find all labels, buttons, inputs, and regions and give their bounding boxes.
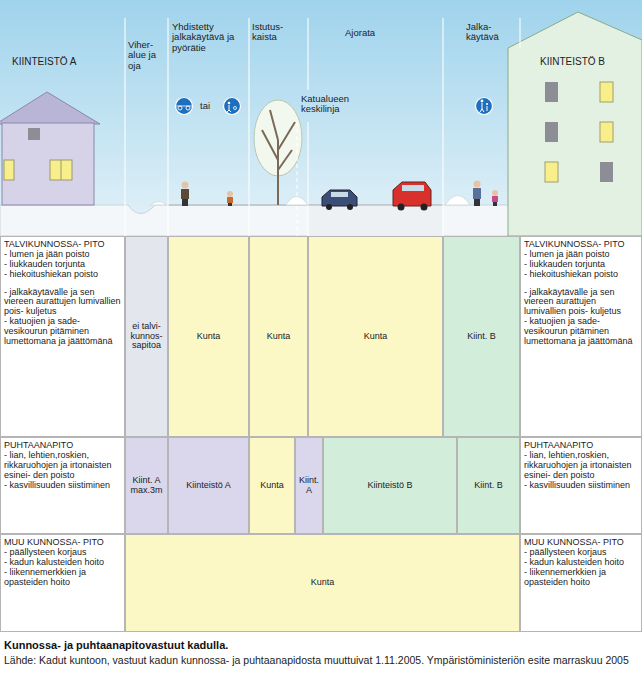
- responsible-party: Kiint. A max.3m: [128, 476, 165, 496]
- street-part-label: Istutus- kaista: [252, 22, 306, 43]
- responsible-party: Kunta: [260, 481, 284, 491]
- column-dividers: [125, 18, 520, 236]
- responsibility-cell: Kunta: [249, 437, 295, 534]
- task-item: - lian, lehtien,roskien, rikkaruohojen j…: [524, 451, 638, 481]
- window: [600, 122, 613, 142]
- tree: [254, 100, 302, 205]
- responsible-party: Kiint. B: [467, 332, 496, 342]
- task-header-cell: PUHTAANAPITO- lian, lehtien,roskien, rik…: [520, 437, 642, 534]
- responsible-party: Kiinteistö B: [367, 481, 412, 491]
- responsibility-cell: Kiint. B: [457, 437, 520, 534]
- row-heading: PUHTAANAPITO: [524, 441, 638, 451]
- task-item: - jalkakäytävälle ja sen viereen aurattu…: [524, 288, 638, 318]
- row-heading: TALVIKUNNOSSA- PITO: [524, 240, 638, 250]
- street-part-label: Yhdistetty jalkakäytävä ja pyörätie: [172, 22, 248, 53]
- window: [545, 82, 558, 102]
- window: [545, 162, 558, 182]
- pedestrians: [181, 181, 498, 207]
- building-b: [508, 12, 642, 236]
- task-item: - lumen ja jään poisto: [4, 250, 121, 260]
- task-header-cell: PUHTAANAPITO- lian, lehtien,roskien, rik…: [0, 437, 125, 534]
- street-part-label: KIINTEISTÖ A: [12, 56, 112, 67]
- window: [4, 160, 14, 180]
- responsibility-cell: Kunta: [168, 236, 249, 437]
- responsibility-cell: Kiinteistö A: [168, 437, 249, 534]
- task-item: - päällysteen korjaus: [524, 548, 638, 558]
- street-part-label: Katualueen keskilinja: [301, 94, 375, 115]
- blue-car: [322, 190, 357, 210]
- task-item: - liikennemerkkien ja opasteiden hoito: [524, 568, 638, 588]
- task-item: - lumen ja jään poisto: [524, 250, 638, 260]
- task-item: - kadun kalusteiden hoito: [4, 558, 121, 568]
- street-illustration: [0, 0, 642, 236]
- responsibility-cell: Kiinteistö B: [323, 437, 457, 534]
- task-item: - liukkauden torjunta: [524, 260, 638, 270]
- responsibility-cell: Kunta: [125, 534, 520, 632]
- task-item: - katuojien ja sade- vesikourun pitämine…: [4, 317, 121, 347]
- task-item: - kasvillisuuden siistiminen: [4, 481, 121, 491]
- responsible-party: Kunta: [364, 332, 388, 342]
- task-item: - liukkauden torjunta: [4, 260, 121, 270]
- window: [50, 160, 72, 180]
- centre-line: [297, 122, 298, 236]
- red-car: [393, 182, 431, 211]
- responsibility-cell: Kiint. A: [295, 437, 323, 534]
- task-header-cell: TALVIKUNNOSSA- PITO- lumen ja jään poist…: [0, 236, 125, 437]
- row-heading: TALVIKUNNOSSA- PITO: [4, 240, 121, 250]
- task-item: - katuojien ja sade- vesikourun pitämine…: [524, 317, 638, 347]
- task-item: - lian, lehtien,roskien, rikkaruohojen j…: [4, 451, 121, 481]
- responsible-party: Kunta: [311, 578, 335, 588]
- street-part-label: Jalka- käytävä: [466, 22, 518, 43]
- task-item: - hiekoitushiekan poisto: [524, 270, 638, 280]
- responsibility-cell: ei talvi- kunnos- sapitoa: [125, 236, 168, 437]
- responsibility-cell: Kiint. A max.3m: [125, 437, 168, 534]
- row-heading: MUU KUNNOSSA- PITO: [4, 538, 121, 548]
- row-heading: PUHTAANAPITO: [4, 441, 121, 451]
- caption: Kunnossa- ja puhtaanapitovastuut kadulla…: [4, 639, 228, 651]
- task-item: - kasvillisuuden siistiminen: [524, 481, 638, 491]
- responsible-party: Kiint. B: [474, 481, 503, 491]
- house-a: [2, 123, 94, 205]
- task-header-cell: MUU KUNNOSSA- PITO- päällysteen korjaus-…: [520, 534, 642, 632]
- window-bar: [61, 160, 62, 180]
- responsible-party: ei talvi- kunnos- sapitoa: [128, 322, 165, 352]
- source-note: Lähde: Kadut kuntoon, vastuut kadun kunn…: [4, 654, 636, 668]
- task-item: - päällysteen korjaus: [4, 548, 121, 558]
- responsible-party: Kiinteistö A: [186, 481, 231, 491]
- window: [545, 122, 558, 142]
- window: [600, 162, 613, 182]
- task-item: - kadun kalusteiden hoito: [524, 558, 638, 568]
- task-header-cell: MUU KUNNOSSA- PITO- päällysteen korjaus-…: [0, 534, 125, 632]
- responsible-party: Kunta: [267, 332, 291, 342]
- task-item: - liikennemerkkien ja opasteiden hoito: [4, 568, 121, 588]
- street-part-label: KIINTEISTÖ B: [540, 56, 640, 67]
- window: [28, 128, 40, 140]
- house-a-roof: [0, 92, 100, 124]
- row-heading: MUU KUNNOSSA- PITO: [524, 538, 638, 548]
- responsible-party: Kiint. A: [298, 476, 320, 496]
- task-item: - jalkakäytävälle ja sen viereen aurattu…: [4, 288, 121, 318]
- responsibility-cell: Kiint. B: [443, 236, 520, 437]
- street-part-label: Ajorata: [345, 28, 425, 38]
- task-item: - hiekoitushiekan poisto: [4, 270, 121, 280]
- responsibility-cell: Kunta: [308, 236, 443, 437]
- street-part-label: tai: [200, 101, 220, 111]
- responsibility-cell: Kunta: [249, 236, 308, 437]
- sky: [0, 0, 642, 236]
- window: [600, 82, 613, 102]
- street-part-label: Viher- alue ja oja: [128, 40, 168, 71]
- task-header-cell: TALVIKUNNOSSA- PITO- lumen ja jään poist…: [520, 236, 642, 437]
- responsible-party: Kunta: [197, 332, 221, 342]
